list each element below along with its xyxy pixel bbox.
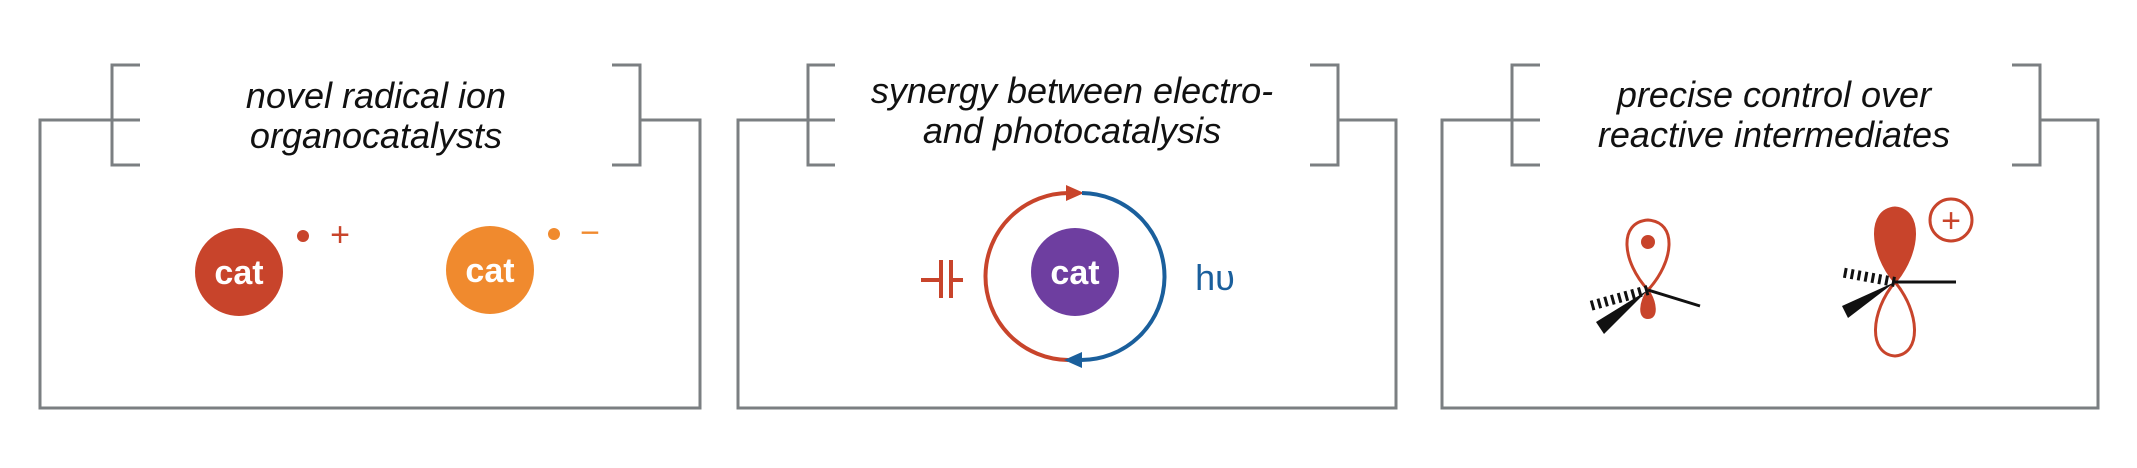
hashed-bond (1839, 267, 1896, 287)
positive-charge: + (330, 216, 350, 254)
positive-charge: + (1941, 202, 1961, 240)
panel-title-line-1: precise control over (1616, 74, 1933, 115)
left-bracket (1510, 63, 1540, 167)
panel-title-line-2: organocatalysts (250, 115, 502, 156)
panel-radical-ion-organocatalysts: novel radical ion organocatalysts cat + … (38, 63, 702, 410)
panel-title-line-1: novel radical ion (246, 75, 506, 116)
panel-title-line-2: reactive intermediates (1598, 114, 1950, 155)
catalyst-label: cat (214, 254, 263, 292)
right-bracket (612, 63, 642, 167)
hashed-bond (1588, 285, 1650, 311)
radical-dot (297, 230, 309, 242)
right-bracket (1310, 63, 1340, 167)
electrode-icon (921, 260, 963, 298)
catalyst-label: cat (1050, 254, 1099, 292)
panel-title-line-1: synergy between electro- (871, 70, 1273, 111)
lower-orbital-lobe (1874, 279, 1916, 358)
left-bracket (110, 63, 140, 167)
cation-intermediate: + (1839, 197, 1974, 358)
charge-circle (1928, 197, 1974, 243)
panel-reactive-intermediates: precise control over reactive intermedia… (1440, 63, 2100, 410)
light-label: hυ (1195, 257, 1235, 298)
bond (1647, 288, 1701, 308)
wedge-bond (1596, 290, 1648, 334)
lower-orbital-lobe (1640, 288, 1656, 320)
radical-intermediate (1588, 218, 1701, 334)
upper-orbital-lobe (1874, 206, 1916, 285)
upper-orbital-lobe (1625, 218, 1671, 293)
photochemical-cycle-arc (1079, 191, 1167, 363)
panel-frame (736, 118, 1398, 410)
radical-dot (1641, 235, 1655, 249)
radical-anion-catalyst (446, 226, 534, 314)
panel-frame (38, 118, 702, 410)
catalyst-label: cat (465, 252, 514, 290)
panel-frame (1440, 118, 2100, 410)
photo-arrowhead (1064, 352, 1082, 368)
panel-title-line-2: and photocatalysis (923, 110, 1221, 151)
panel-electro-photocatalysis: synergy between electro- and photocataly… (736, 63, 1398, 410)
electrochemical-cycle-arc (983, 190, 1071, 362)
left-bracket (806, 63, 835, 167)
right-bracket (2012, 63, 2042, 167)
wedge-bond (1842, 282, 1895, 318)
electro-arrowhead (1066, 185, 1084, 201)
catalyst (1031, 228, 1119, 316)
radical-dot (548, 228, 560, 240)
radical-cation-catalyst (195, 228, 283, 316)
negative-charge: − (580, 214, 600, 252)
